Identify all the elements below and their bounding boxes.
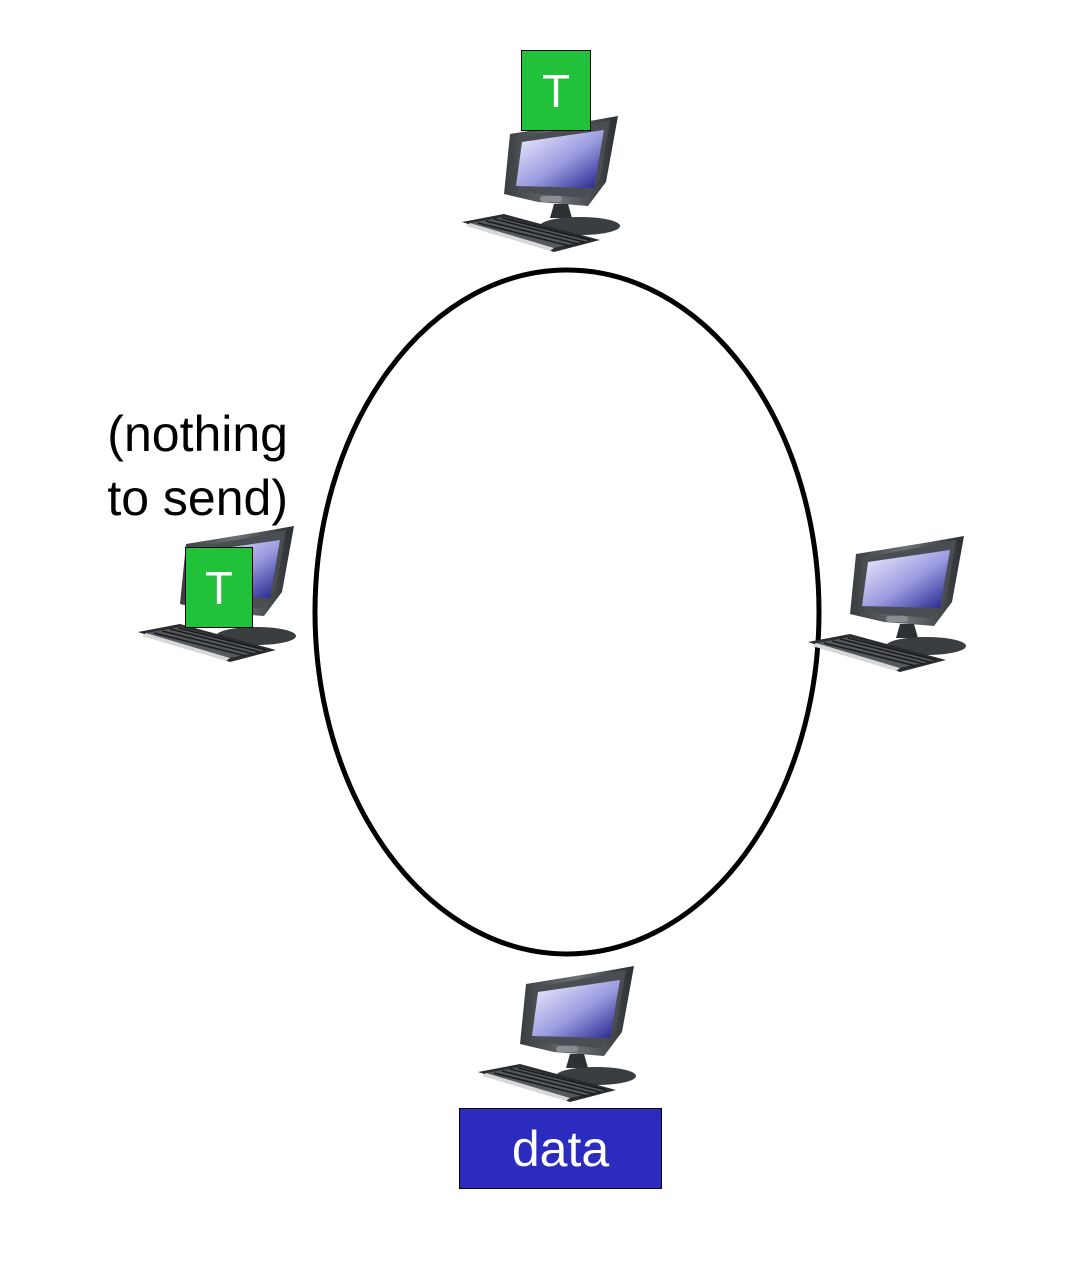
- nothing-to-send-label: (nothing to send): [60, 402, 288, 530]
- annotation-line: to send): [107, 470, 288, 526]
- data-frame-badge: data: [459, 1108, 662, 1189]
- desktop-computer-icon: [461, 115, 621, 253]
- ring-link: [312, 267, 822, 957]
- desktop-computer-icon: [477, 965, 637, 1103]
- annotation-line: (nothing: [107, 406, 288, 462]
- desktop-computer-icon: [807, 535, 967, 673]
- token-badge: T: [185, 547, 253, 628]
- token-badge: T: [521, 50, 591, 131]
